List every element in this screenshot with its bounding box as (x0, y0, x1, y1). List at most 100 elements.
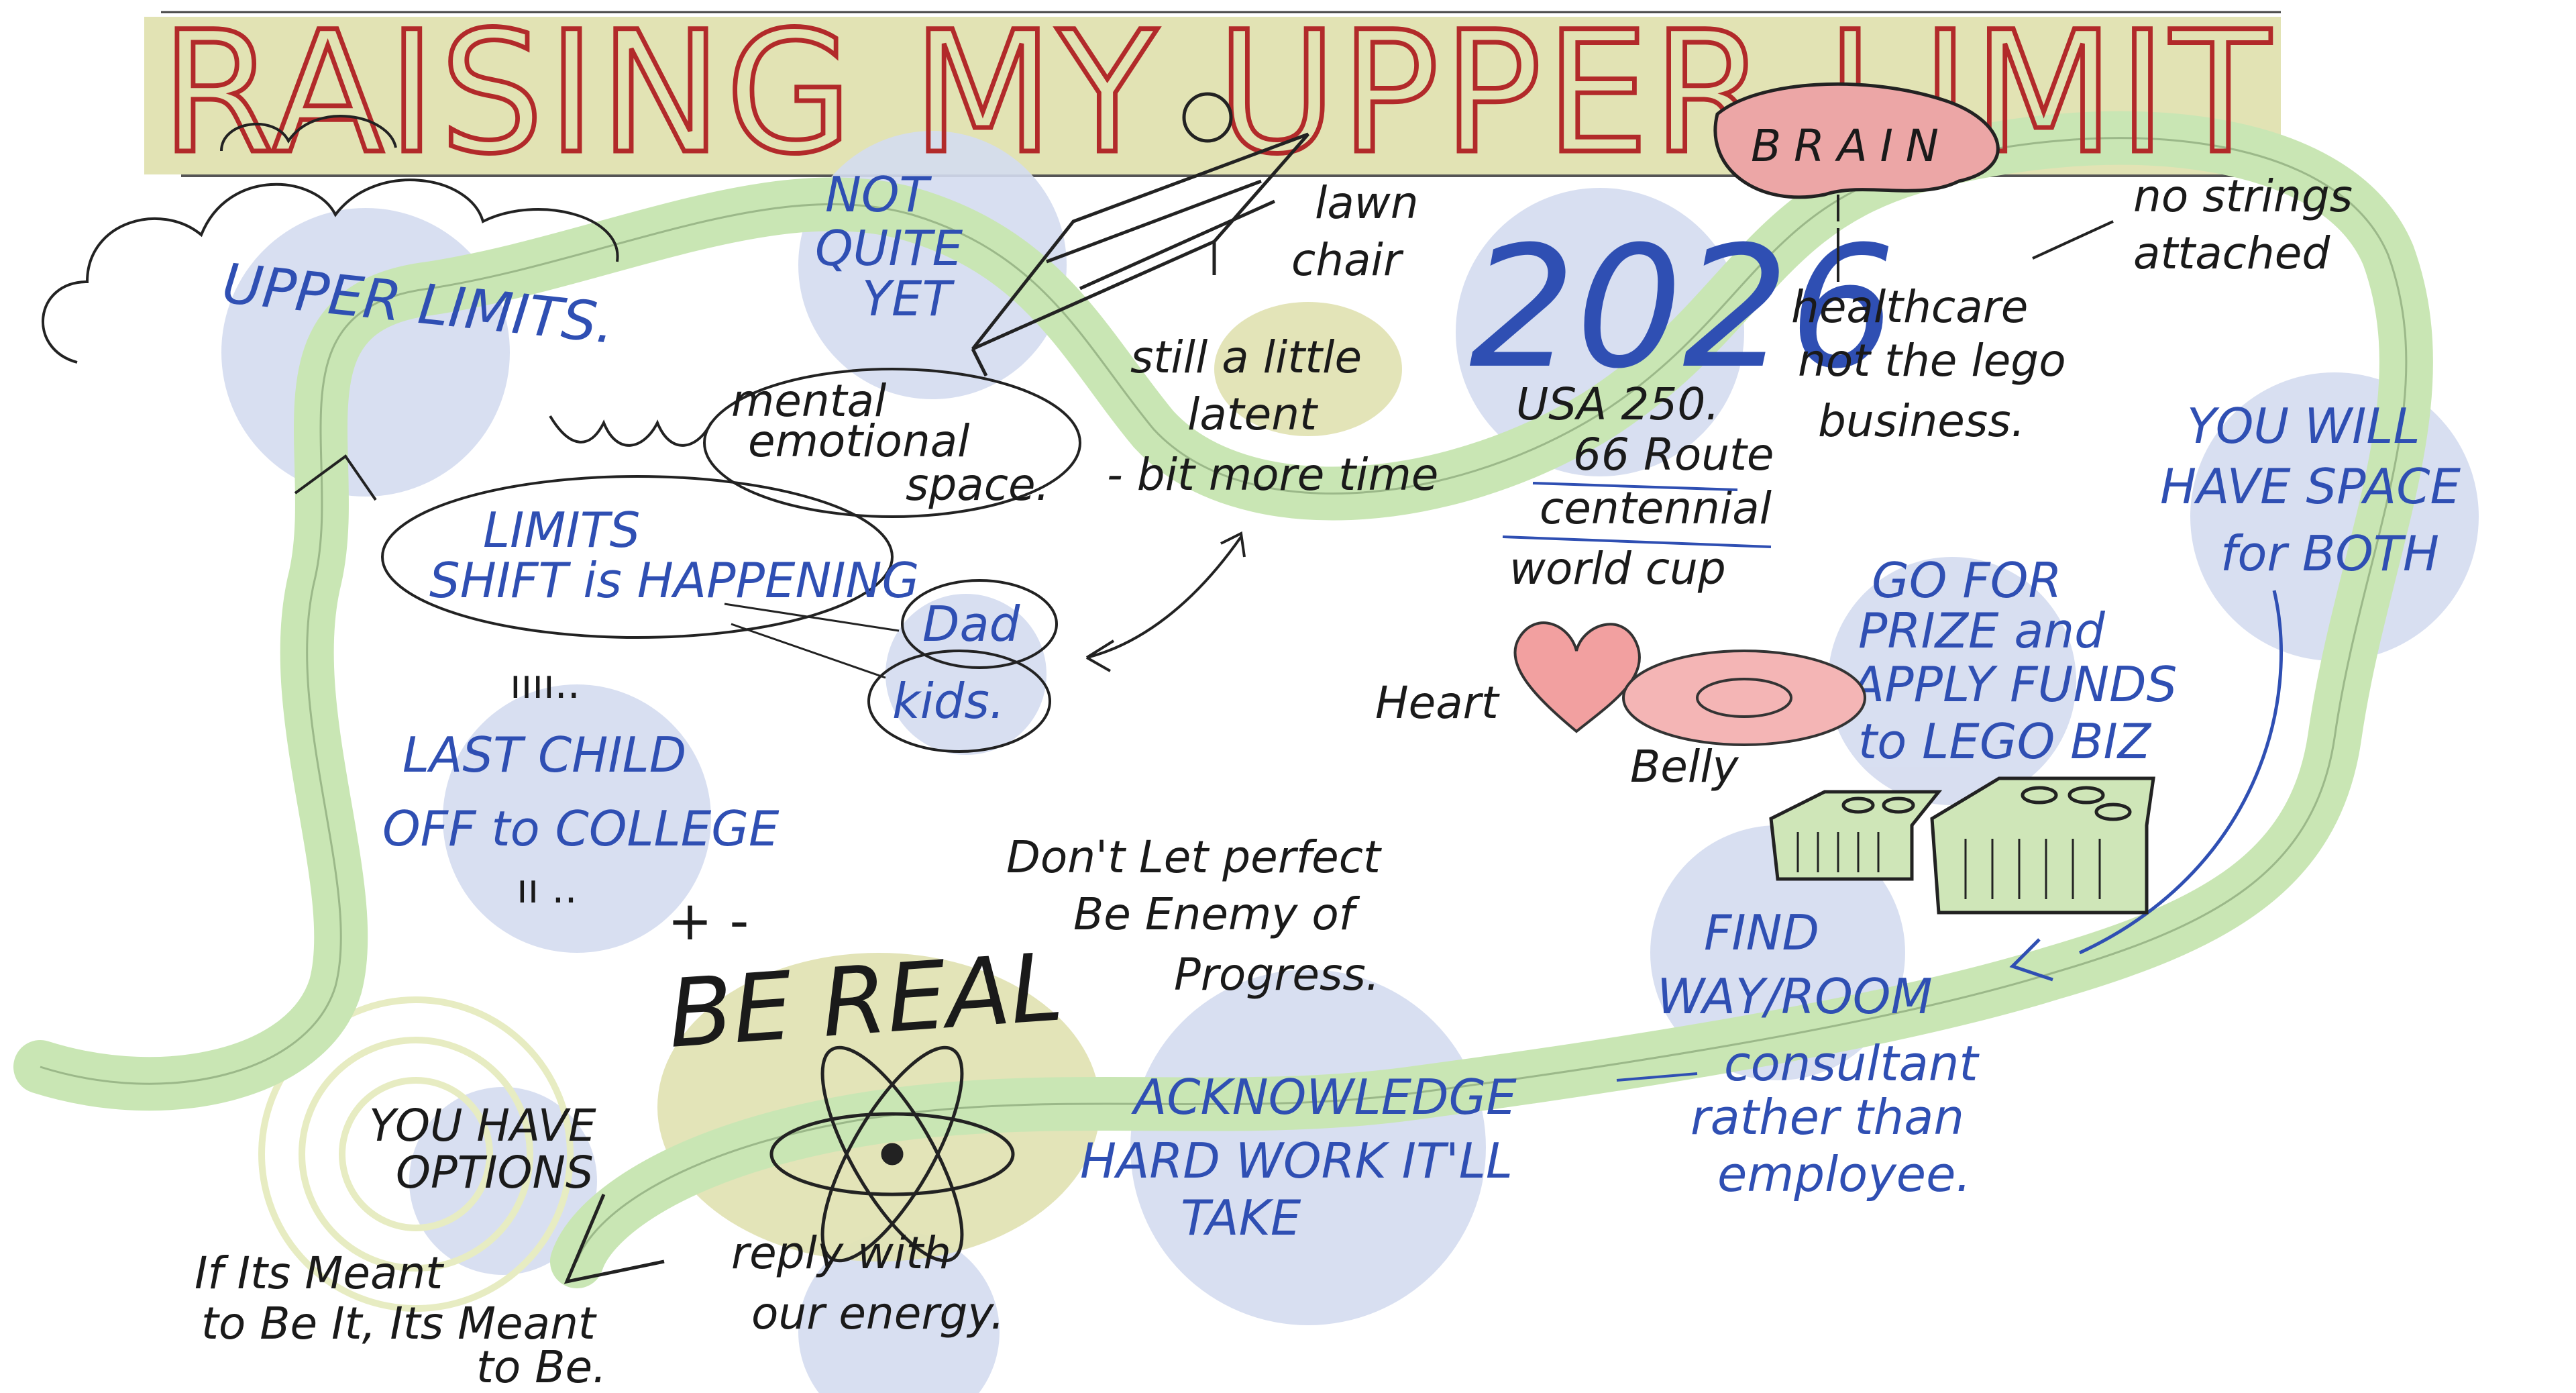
route-66-line-1: 66 Route (1573, 429, 1774, 480)
space-for-both-line-1: YOU WILL (2187, 398, 2420, 454)
not-quite-yet-line-1: NOT (825, 166, 932, 223)
still-latent-line-2: latent (1187, 389, 1318, 440)
go-for-prize-line-2: PRIZE and (1858, 603, 2106, 659)
plus-minus-note: + - (667, 890, 749, 952)
lawn-chair-line-1: lawn (1315, 177, 1419, 229)
you-have-options-line-1: YOU HAVE (369, 1100, 596, 1151)
limits-shift-outline (381, 475, 894, 639)
go-for-prize-line-4: to LEGO BIZ (1858, 713, 2152, 770)
limits-shift-line-2: SHIFT is HAPPENING (429, 552, 919, 609)
squiggle-icon (549, 415, 712, 447)
kids-label: kids. (892, 673, 1005, 729)
limits-shift-note: LIMITS SHIFT is HAPPENING (429, 502, 919, 609)
no-strings-line-2: attached (2133, 227, 2330, 279)
acknowledge-note: ACKNOWLEDGE HARD WORK IT'LL TAKE (1080, 1069, 1532, 1246)
belly-icon (1622, 650, 1866, 746)
acknowledge-line-2: HARD WORK IT'LL (1080, 1133, 1513, 1189)
last-child-note: LAST CHILD OFF to COLLEGE (382, 727, 780, 857)
dont-let-line-3: Progress. (1174, 949, 1380, 1000)
healthcare-note: healthcare not the lego business. (1791, 281, 2080, 447)
mental-space-outline (703, 368, 1081, 518)
dont-let-line-1: Don't Let perfect (1006, 831, 1382, 883)
meant-to-be-line-1: If Its Meant (195, 1247, 444, 1299)
reply-energy-line-1: reply with (731, 1227, 951, 1279)
not-quite-yet-line-2: QUITE (815, 220, 963, 276)
connector-kids (731, 623, 886, 679)
route-66-underline-2 (1502, 535, 1772, 548)
mental-space-line-3: space. (906, 459, 1050, 511)
mental-space-line-1: mental (731, 375, 887, 427)
year-label: 2026 (1469, 210, 1896, 405)
still-latent-line-1: still a little (1130, 331, 1362, 383)
ripple-circles (258, 996, 574, 1312)
find-way-line-2: WAY/ROOM (1657, 968, 1933, 1025)
not-quite-yet-line-3: YET (862, 270, 955, 327)
lawn-chair-label: lawn chair (1291, 177, 1433, 286)
kids-outline (867, 650, 1051, 753)
find-way-note: FIND WAY/ROOM consultant rather than emp… (1657, 905, 1994, 1202)
meant-to-be-line-3: to Be. (476, 1341, 606, 1393)
dad-outline (901, 579, 1058, 669)
atom-icon (769, 1045, 1015, 1263)
space-for-both-note: YOU WILL HAVE SPACE for BOTH (2160, 398, 2476, 582)
meant-to-be-note: If Its Meant to Be It, Its Meant to Be. (195, 1247, 610, 1393)
find-way-line-3: consultant (1724, 1035, 1980, 1092)
blue-bubbles (221, 131, 2479, 1393)
mental-space-line-2: emotional (748, 415, 970, 467)
route-66-note: 66 Route centennial (1540, 429, 1788, 534)
no-strings-line-1: no strings (2133, 170, 2353, 222)
last-child-line-2: OFF to COLLEGE (382, 801, 780, 857)
lawn-chair-icon (971, 92, 1309, 377)
no-strings-note: no strings attached (2133, 170, 2367, 279)
space-for-both-line-2: HAVE SPACE (2160, 458, 2461, 515)
meant-to-be-line-2: to Be It, Its Meant (201, 1298, 597, 1349)
heart-icon (1513, 621, 1641, 733)
lawn-chair-line-2: chair (1291, 234, 1404, 286)
brain-label: BRAIN (1751, 120, 1939, 172)
brain-icon (1713, 82, 2000, 199)
upward-arrow-icon (294, 454, 377, 501)
still-latent-note: still a little latent - bit more time (1107, 331, 1438, 501)
you-have-options-line-2: OPTIONS (396, 1147, 594, 1198)
not-quite-yet-note: NOT QUITE YET (815, 166, 978, 327)
acknowledge-line-1: ACKNOWLEDGE (1131, 1069, 1517, 1125)
find-way-line-5: employee. (1717, 1146, 1971, 1202)
world-cup-note: world cup (1509, 543, 1726, 595)
dont-let-line-2: Be Enemy of (1073, 888, 1360, 940)
tick-marks-top: ıııı.. (510, 661, 580, 708)
route-66-underline (1532, 482, 1738, 491)
last-child-line-1: LAST CHILD (402, 727, 686, 783)
reply-energy-note: reply with our energy. (731, 1227, 1004, 1339)
acknowledge-line-3: TAKE (1181, 1190, 1301, 1246)
heart-label: Heart (1375, 677, 1500, 729)
connector-dad (724, 603, 900, 632)
dad-label: Dad (922, 596, 1021, 652)
healthcare-line-2: not the lego (1798, 335, 2066, 386)
limits-shift-line-1: LIMITS (483, 502, 640, 558)
find-way-line-1: FIND (1704, 905, 1819, 961)
reply-energy-line-2: our energy. (751, 1288, 1004, 1339)
tick-marks-bottom: ıı .. (517, 866, 578, 913)
mental-space-note: mental emotional space. (731, 375, 1050, 511)
belly-label: Belly (1630, 741, 1739, 792)
lego-brick-icon-2 (1930, 776, 2155, 915)
find-way-line-4: rather than (1690, 1089, 1964, 1145)
route-66-line-2: centennial (1540, 482, 1772, 534)
go-for-prize-line-3: APPLY FUNDS (1849, 656, 2177, 713)
healthcare-line-3: business. (1818, 395, 2025, 447)
no-strings-connector (2032, 220, 2114, 260)
go-for-prize-line-1: GO FOR (1872, 552, 2061, 609)
double-arrow-icon (1085, 531, 1246, 672)
cloud-icon-2 (220, 115, 397, 152)
path-arrowhead (564, 1194, 665, 1284)
bit-more-time-line: - bit more time (1107, 449, 1438, 501)
go-for-prize-note: GO FOR PRIZE and APPLY FUNDS to LEGO BIZ (1849, 552, 2192, 770)
space-for-both-line-3: for BOTH (2220, 525, 2439, 582)
lego-brick-icon (1769, 790, 1943, 881)
you-have-options-note: YOU HAVE OPTIONS (369, 1100, 610, 1198)
usa-250-note: USA 250. (1516, 378, 1719, 430)
healthcare-line-1: healthcare (1791, 281, 2028, 333)
cloud-icon (42, 178, 619, 364)
find-way-connector (1616, 1072, 1698, 1082)
